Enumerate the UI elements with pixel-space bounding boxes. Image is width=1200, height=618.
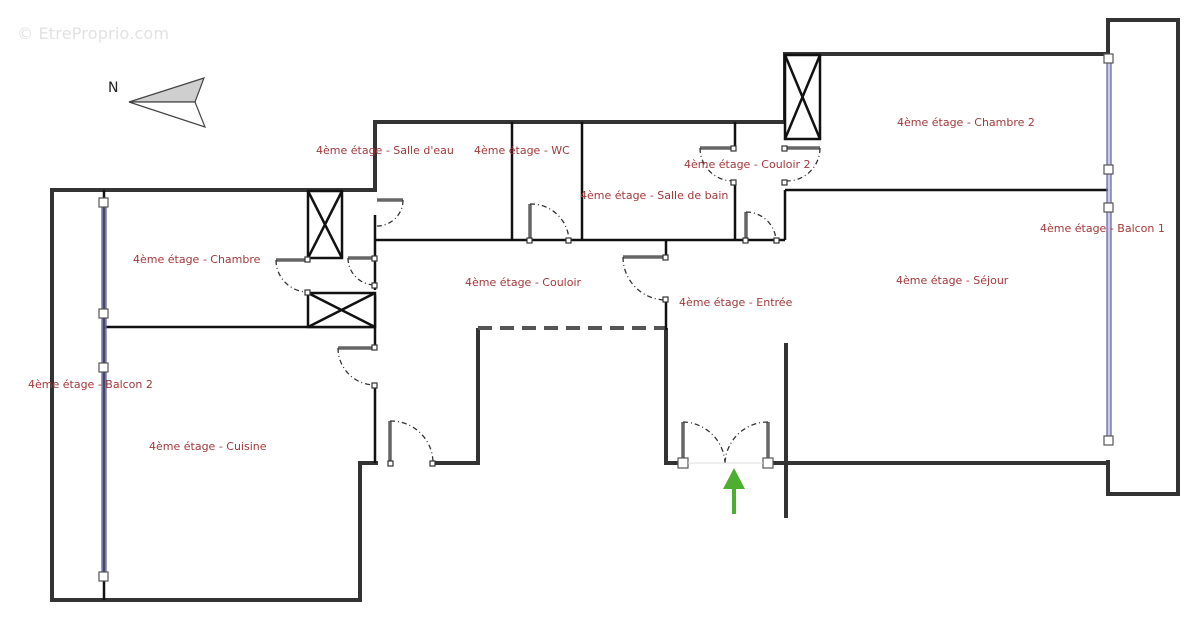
duct-icon (783, 53, 822, 141)
room-label-balcon-1: 4ème étage - Balcon 1 (1040, 222, 1165, 235)
duct-icon (306, 189, 344, 260)
doors (275, 145, 821, 469)
room-label-sejour: 4ème étage - Séjour (896, 274, 1009, 287)
walls (50, 18, 1180, 602)
entrance-arrow-icon (723, 468, 745, 514)
north-arrow-icon (128, 77, 207, 128)
room-label-salle-bain: 4ème étage - Salle de bain (580, 189, 729, 202)
room-label-cuisine: 4ème étage - Cuisine (149, 440, 267, 453)
duct-icon (306, 291, 377, 329)
room-label-couloir: 4ème étage - Couloir (465, 276, 582, 289)
windows (98, 53, 1114, 582)
room-label-wc: 4ème étage - WC (474, 144, 570, 157)
room-label-chambre: 4ème étage - Chambre (133, 253, 261, 266)
room-label-entree: 4ème étage - Entrée (679, 296, 793, 309)
north-label: N (108, 80, 119, 96)
room-label-couloir-2: 4ème étage - Couloir 2 (684, 158, 811, 171)
room-label-chambre-2: 4ème étage - Chambre 2 (897, 116, 1035, 129)
room-label-balcon-2: 4ème étage - Balcon 2 (28, 378, 153, 391)
room-label-salle-eau: 4ème étage - Salle d'eau (316, 144, 454, 157)
watermark: © EtreProprio.com (17, 24, 170, 43)
